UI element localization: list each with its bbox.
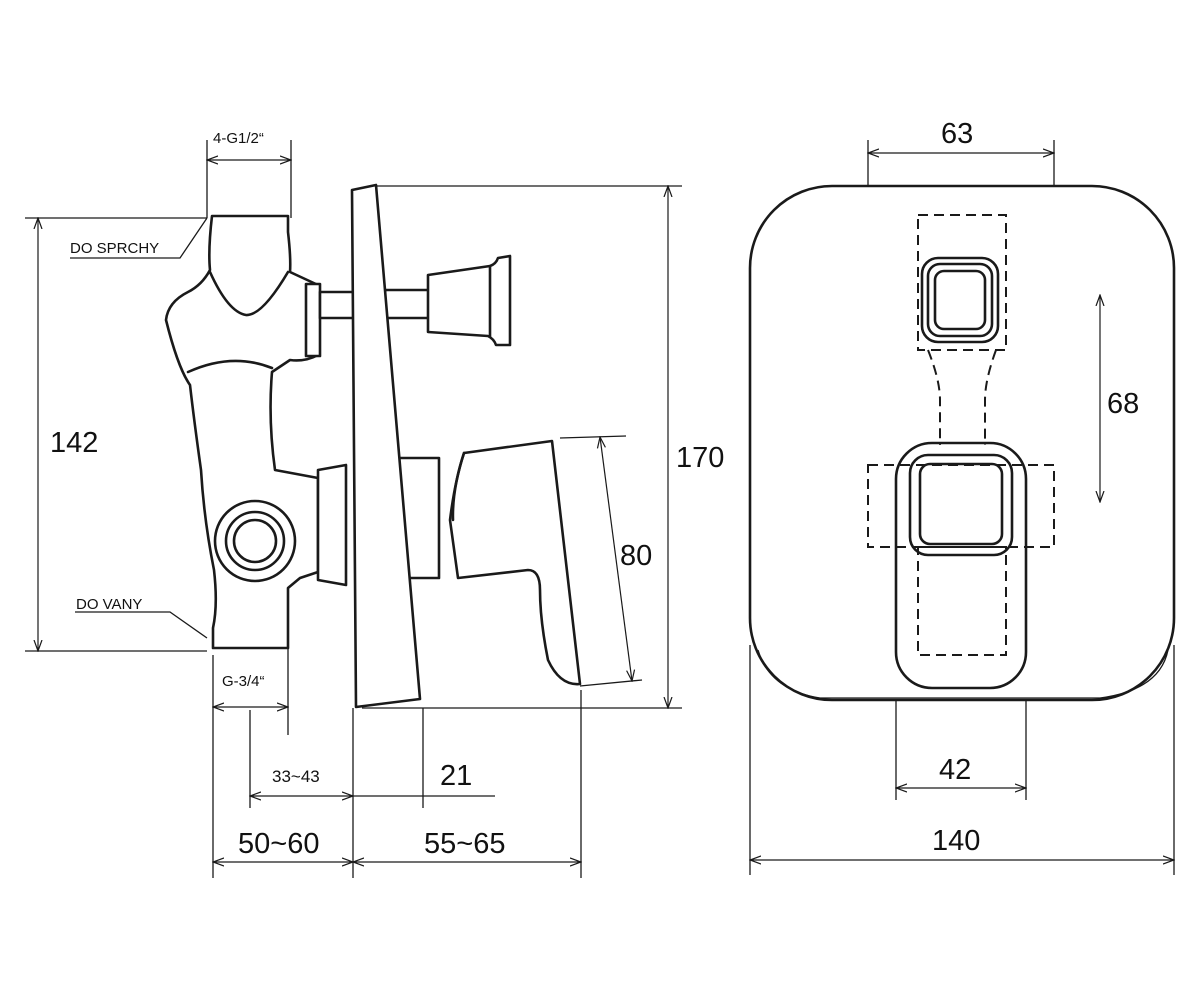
label-thread-bottom: G-3/4“	[222, 673, 265, 690]
bottom-outlet-inner	[232, 518, 278, 564]
dim-line-lever-height	[600, 437, 632, 681]
lever-handle-edge	[451, 451, 466, 522]
label-to-shower: DO SPRCHY	[70, 240, 159, 257]
lever-handle	[448, 439, 582, 686]
label-to-bath: DO VANY	[76, 596, 142, 613]
side-extension-lines	[25, 140, 682, 878]
dim-top-width: 63	[941, 118, 973, 150]
dim-plate-width: 140	[932, 825, 980, 857]
dim-body-depth: 50~60	[238, 828, 319, 860]
front-diverter-inner	[933, 269, 987, 331]
plate-bevel	[757, 649, 1169, 699]
side-view: 4-G1/2“ DO SPRCHY DO VANY G-3/4“ 142 170…	[25, 130, 724, 878]
hidden-valve-body	[867, 214, 1055, 656]
dim-lever-depth: 55~65	[424, 828, 505, 860]
front-diverter-outer	[920, 256, 1000, 344]
diverter-spindle	[318, 290, 356, 320]
dim-lever-width: 42	[939, 754, 971, 786]
bottom-outlet-mid	[224, 510, 286, 572]
body-waist-curve	[186, 359, 274, 374]
front-diverter-mid	[926, 262, 994, 338]
front-view: 63 68 42 140	[748, 118, 1176, 875]
upper-nut	[304, 282, 322, 358]
dim-wall-range-small: 33~43	[272, 767, 320, 786]
dim-plate-depth: 21	[440, 760, 472, 792]
leader-bath	[75, 611, 208, 639]
dim-body-height: 142	[50, 427, 98, 459]
label-thread-top: 4-G1/2“	[213, 130, 264, 147]
dim-lever-height: 80	[620, 540, 652, 572]
dim-plate-height: 170	[676, 442, 724, 474]
body-inner-curve	[208, 270, 290, 317]
front-lever-inner	[918, 462, 1004, 546]
cover-plate	[350, 183, 422, 709]
leader-shower	[70, 217, 208, 259]
front-lever-outer	[894, 441, 1028, 690]
front-lever-mid	[908, 453, 1014, 557]
valve-body	[164, 214, 320, 650]
lever-nut	[316, 463, 348, 587]
diverter-stem	[383, 288, 432, 320]
dim-spacing: 68	[1107, 388, 1139, 420]
diverter-knob	[426, 254, 512, 347]
